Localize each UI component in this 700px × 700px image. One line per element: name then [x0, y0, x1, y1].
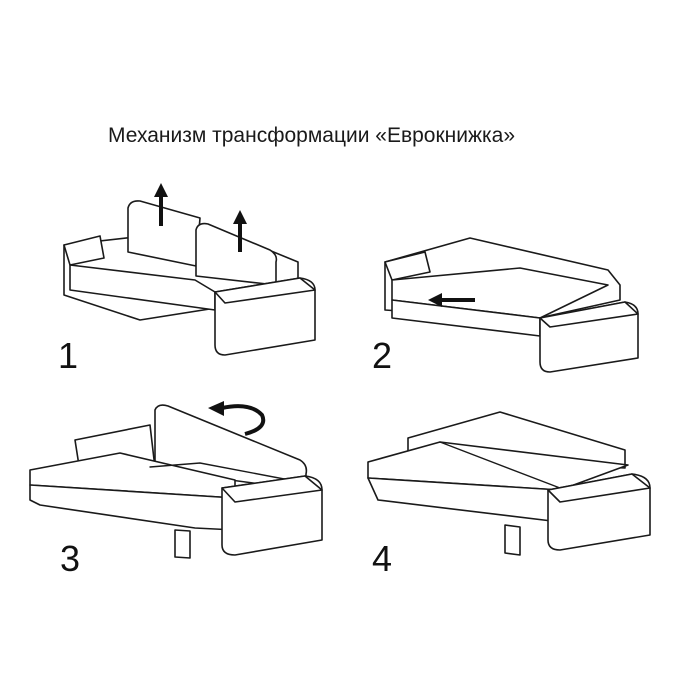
- step-number-3: 3: [60, 538, 81, 579]
- step-number-4: 4: [372, 538, 393, 579]
- sofa-step-2: [384, 237, 639, 373]
- step-number-2: 2: [372, 335, 393, 376]
- step-number-1: 1: [58, 335, 79, 376]
- sofa-step-4: [367, 411, 651, 556]
- diagram-title: Механизм трансформации «Еврокнижка»: [108, 124, 516, 147]
- sofa-step-1: [63, 183, 316, 356]
- sofa-step-3: [29, 401, 323, 559]
